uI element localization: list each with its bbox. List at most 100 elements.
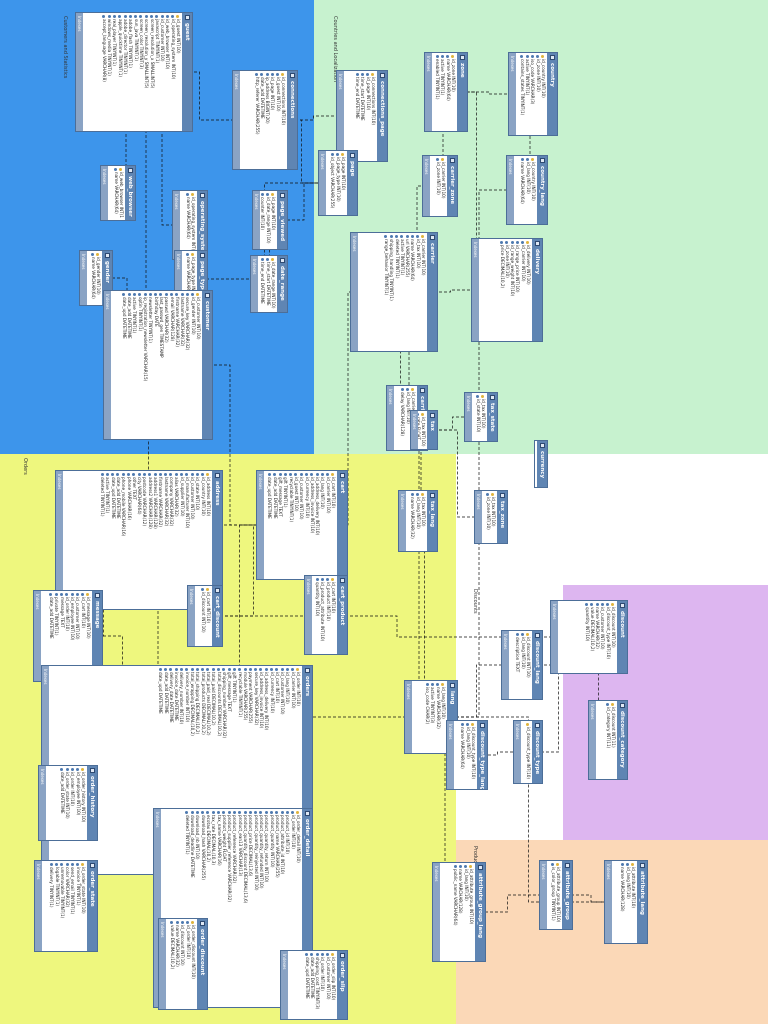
table-field[interactable]: id_carrier INT(10) xyxy=(421,235,426,349)
table-indexes-footer[interactable]: Indexes xyxy=(80,251,87,305)
table-field[interactable]: id_discount INT(10) xyxy=(200,588,206,644)
table-field[interactable]: id_tax INT(10) xyxy=(421,493,426,549)
table-field[interactable]: optin TINYINT(1) xyxy=(137,293,143,437)
table-field[interactable]: address1 VARCHAR(128) xyxy=(153,473,158,607)
table-field[interactable]: company VARCHAR(32) xyxy=(169,473,174,607)
table-indexes-footer[interactable]: Indexes xyxy=(305,576,312,654)
table-indexes-footer[interactable]: Indexes xyxy=(56,471,63,609)
table-header[interactable]: connections xyxy=(287,71,297,169)
table-indexes-footer[interactable]: Indexes xyxy=(233,71,240,169)
table-field[interactable]: lastname VARCHAR(32) xyxy=(163,473,169,607)
table-header[interactable]: tax xyxy=(427,411,437,449)
table-field[interactable]: birthday DATE xyxy=(153,293,159,437)
table-header[interactable]: web_browser xyxy=(125,166,135,220)
table-indexes-footer[interactable]: Indexes xyxy=(159,919,166,1009)
table-field[interactable]: deleted TINYINT(1) xyxy=(394,235,400,349)
table-field[interactable]: id_discount_type INT(10) xyxy=(526,723,531,781)
table-field[interactable]: id_zone INT(10) xyxy=(451,55,456,129)
table-field[interactable]: name VARCHAR(32) xyxy=(175,921,180,1007)
table-field[interactable]: gift_message TEXT xyxy=(278,473,283,577)
table-field[interactable]: product_quantity_refunded INT(10) xyxy=(259,811,264,1005)
table-field[interactable]: enabled TINYINT(1) xyxy=(435,55,440,129)
table-header[interactable]: discount xyxy=(617,601,627,673)
table-field[interactable]: date_upd DATETIME xyxy=(110,473,116,607)
table-field[interactable]: active TINYINT(1) xyxy=(105,473,110,607)
table-field[interactable]: name VARCHAR(64) xyxy=(410,235,415,349)
table-field[interactable]: other TEXT xyxy=(132,473,137,607)
table-field[interactable]: city VARCHAR(64) xyxy=(137,473,142,607)
table-field[interactable]: id_country INT(10) xyxy=(541,55,546,133)
table-field[interactable]: id_lang INT(10) xyxy=(625,863,631,941)
table-indexes-footer[interactable]: Indexes xyxy=(257,471,264,579)
table-field[interactable]: id_attribute_group INT(10) xyxy=(469,865,474,959)
table-header[interactable]: connections_page xyxy=(377,71,387,161)
table-field[interactable]: id_guest INT(10) xyxy=(294,473,299,577)
table-field[interactable]: color VARCHAR(32) xyxy=(65,863,70,949)
table-indexes-footer[interactable]: Indexes xyxy=(253,191,260,249)
table-field[interactable]: unremovable TINYINT(1) xyxy=(60,863,65,949)
table-field[interactable]: product_quantity_discount DECIMAL(13,6) xyxy=(243,811,248,1005)
table-field[interactable]: id_product_attribute INT(10) xyxy=(320,578,325,652)
table-field[interactable]: id_attribute_group INT(10) xyxy=(556,863,561,927)
table-field[interactable]: id_guest INT(10) xyxy=(176,15,181,129)
table-field[interactable]: id_lang INT(10) xyxy=(525,158,531,222)
table-field[interactable]: id_supplier INT(10) xyxy=(179,473,185,607)
table-field[interactable]: postcode VARCHAR(12) xyxy=(142,473,147,607)
table-field[interactable]: send_email TINYINT(1) xyxy=(70,863,75,949)
table-field[interactable]: name VARCHAR(32) xyxy=(410,493,415,549)
table-indexes-footer[interactable]: Indexes xyxy=(34,591,41,681)
table-field[interactable]: adobe_flash TINYINT(1) xyxy=(128,15,133,129)
table-field[interactable]: id_order_discount INT(10) xyxy=(191,921,196,1007)
table-indexes-footer[interactable]: Indexes xyxy=(507,156,514,224)
table-field[interactable]: passwd VARCHAR(32) xyxy=(164,293,169,437)
table-field[interactable]: id_guest INT(10) xyxy=(275,73,281,167)
table-field[interactable]: product_quantity_return INT(10) xyxy=(264,811,269,1005)
table-indexes-footer[interactable]: Indexes xyxy=(589,701,596,779)
table-field[interactable]: id_gender INT(10) xyxy=(96,253,101,303)
table-header[interactable]: delivery xyxy=(532,239,542,341)
table-field[interactable]: alias VARCHAR(32) xyxy=(174,473,179,607)
table-header[interactable]: discount_type xyxy=(532,721,542,783)
table-field[interactable]: product_quantity_reinjected INT(10) xyxy=(253,811,259,1005)
table-indexes-footer[interactable]: Indexes xyxy=(472,239,479,341)
table-field[interactable]: iso_code CHAR(2) xyxy=(425,683,430,751)
table-field[interactable]: id_connections INT(10) xyxy=(371,73,376,159)
table-field[interactable]: ip_address BIGINT(20) xyxy=(265,73,270,167)
table-field[interactable]: windows_media TINYINT(1) xyxy=(107,15,112,129)
table-field[interactable]: date_add DATETIME xyxy=(127,293,132,437)
table-field[interactable]: id_zone INT(10) xyxy=(485,493,491,541)
table-indexes-footer[interactable]: Indexes xyxy=(399,491,406,551)
table-field[interactable]: id_order_state INT(10) xyxy=(65,768,70,838)
table-indexes-footer[interactable]: Indexes xyxy=(319,151,326,215)
table-header[interactable]: date_range xyxy=(277,256,287,312)
table-header[interactable]: cart xyxy=(337,471,347,579)
table-field[interactable]: id_carrier INT(10) xyxy=(325,473,331,577)
table-field[interactable]: value DECIMAL(10,2) xyxy=(170,921,175,1007)
table-field[interactable]: tax_name VARCHAR(16) xyxy=(216,811,222,1005)
table-field[interactable]: sun_java TINYINT(1) xyxy=(133,15,139,129)
table-field[interactable]: id_carrier INT(10) xyxy=(520,241,526,339)
table-indexes-footer[interactable]: Indexes xyxy=(405,681,412,753)
table-field[interactable]: name VARCHAR(64) xyxy=(90,253,96,303)
table-field[interactable]: screen_resolution_x SMALLINT(5) xyxy=(149,15,155,129)
table-field[interactable]: adobe_director TINYINT(1) xyxy=(123,15,128,129)
table-field[interactable]: id_customer INT(10) xyxy=(325,953,331,1017)
table-field[interactable]: email VARCHAR(128) xyxy=(169,293,175,437)
table-field[interactable]: shipping_handling TINYINT(1) xyxy=(389,235,394,349)
table-header[interactable]: tax_state xyxy=(487,393,497,441)
table-field[interactable]: time_end DATETIME xyxy=(355,73,360,159)
table-field[interactable]: id_range_price INT(10) xyxy=(515,241,520,339)
table-field[interactable]: phone_mobile VARCHAR(16) xyxy=(121,473,126,607)
